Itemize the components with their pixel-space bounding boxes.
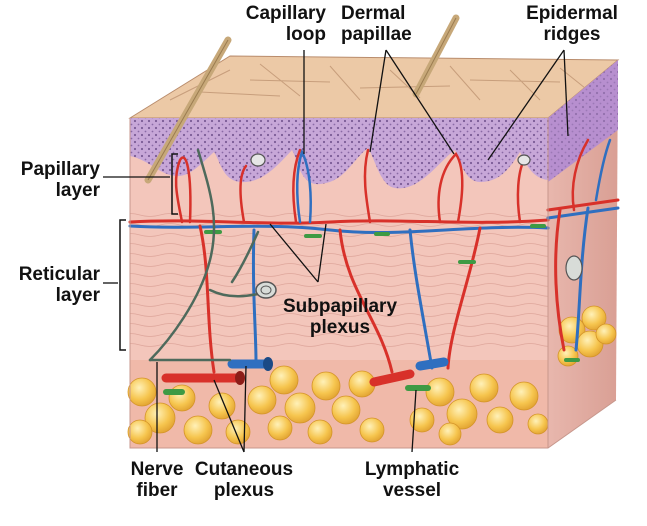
nerve-fiber-label: Nerve fiber: [130, 459, 184, 501]
cutaneous-plexus-label: Cutaneous plexus: [194, 459, 294, 501]
dermal-papillae-label: Dermal papillae: [341, 3, 412, 45]
reticular-layer-label: Reticular layer: [18, 264, 100, 306]
capillary-loop-label: Capillary loop: [245, 3, 326, 45]
cutaneous-vessels: [161, 357, 449, 395]
leader-lines: [103, 49, 569, 453]
reticular-vessels: [198, 206, 590, 374]
nerve-fibers: [148, 148, 270, 362]
subpapillary-plexus-label: Subpapillary plexus: [282, 296, 398, 338]
capillary-loops: [174, 138, 612, 224]
layer-brackets: [119, 153, 178, 351]
papillary-layer-label: Papillary layer: [20, 159, 100, 201]
lymphatic-vessel-label: Lymphatic vessel: [364, 459, 460, 501]
epidermis: [130, 118, 548, 189]
epidermal-ridges-label: Epidermal ridges: [526, 3, 618, 45]
sensory-receptors: [250, 153, 583, 299]
